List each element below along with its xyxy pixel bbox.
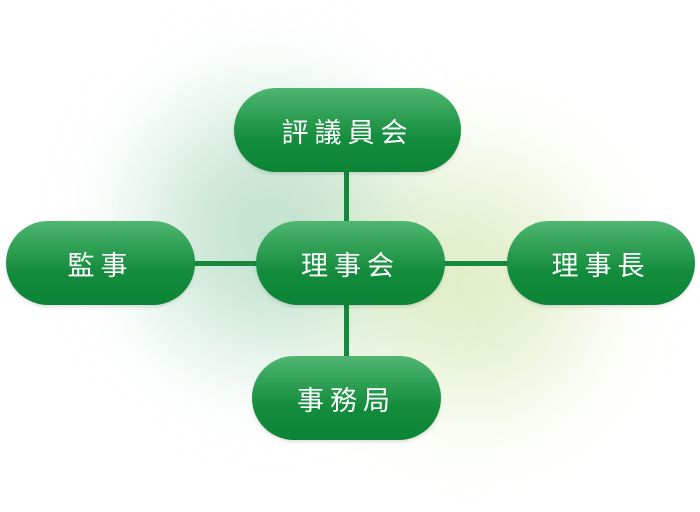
node-auditor: 監事 <box>6 221 195 305</box>
node-board: 理事会 <box>256 221 445 305</box>
node-secretariat: 事務局 <box>252 356 441 440</box>
connector-left <box>192 261 260 266</box>
node-chairman: 理事長 <box>507 221 695 305</box>
connector-right <box>442 261 510 266</box>
connector-vertical-bottom <box>344 302 349 358</box>
connector-vertical-top <box>344 168 349 224</box>
node-council: 評議員会 <box>234 88 461 172</box>
